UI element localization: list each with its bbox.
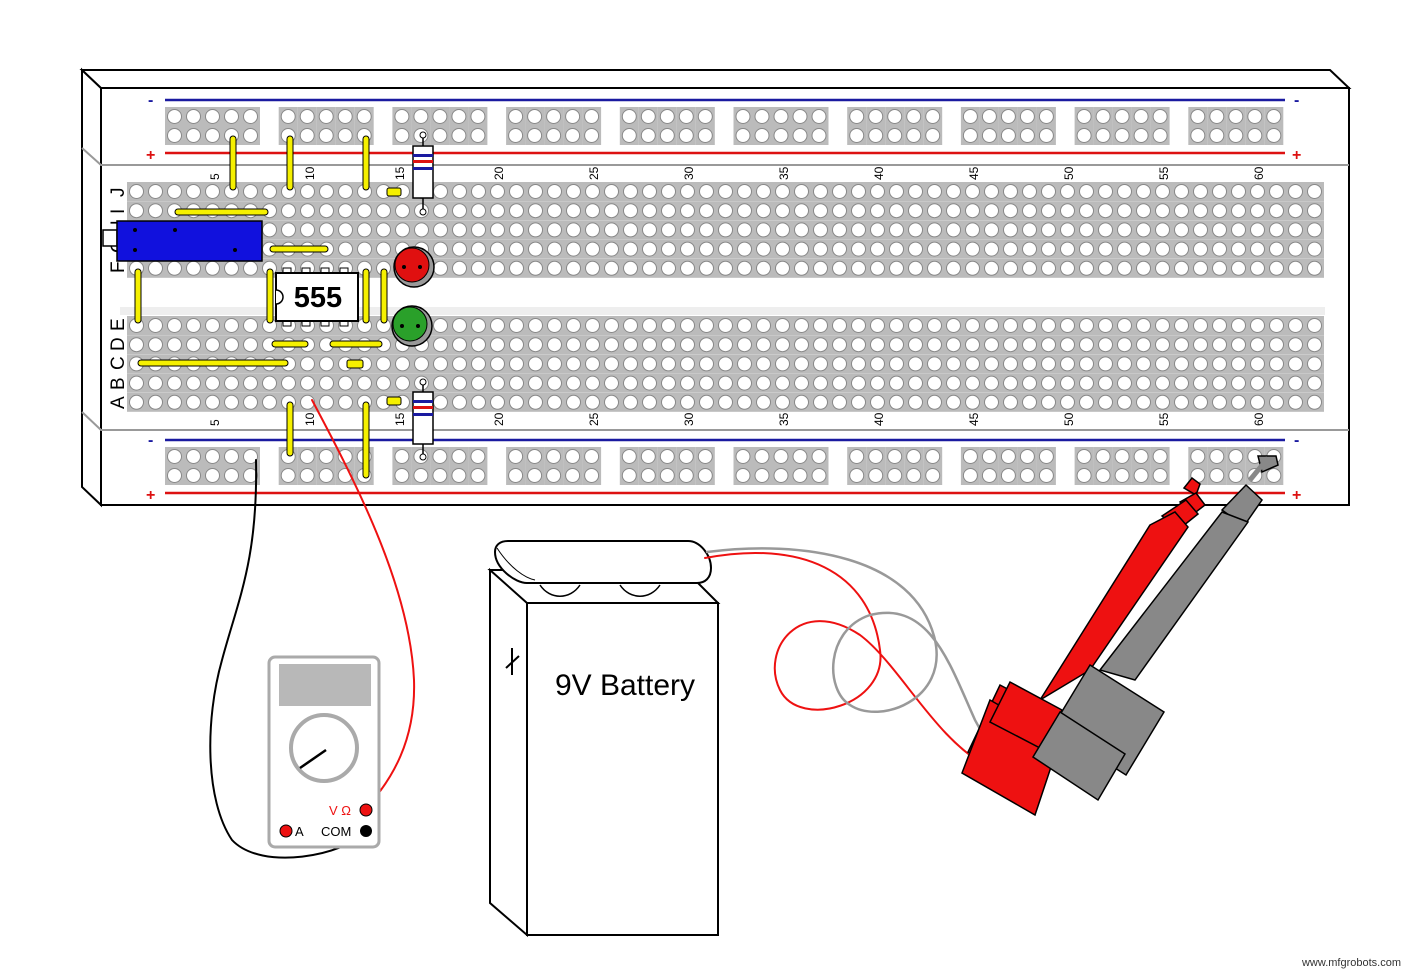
battery: 9V Battery — [487, 540, 721, 938]
meter-display — [279, 664, 371, 706]
row-letter: J — [108, 188, 129, 198]
rail-minus-label: - — [148, 92, 153, 109]
column-number: 20 — [492, 166, 506, 180]
column-number: 55 — [1157, 412, 1171, 426]
column-number: 10 — [303, 166, 317, 180]
column-number: 40 — [872, 166, 886, 180]
jumper-wire — [386, 396, 402, 406]
column-number: 50 — [1062, 412, 1076, 426]
jumper-wire — [286, 135, 294, 191]
column-number: 20 — [492, 412, 506, 426]
jumper-wire — [329, 340, 383, 348]
row-letter: A — [108, 396, 129, 409]
rail-plus-label: + — [1292, 147, 1301, 164]
column-number: 50 — [1062, 166, 1076, 180]
row-letter: C — [108, 356, 129, 370]
rail-plus-label: + — [1292, 487, 1301, 504]
voltage-ohm-port — [359, 803, 373, 817]
rail-minus-label: - — [1294, 432, 1299, 449]
amp-port-label: A — [295, 824, 304, 839]
column-numbers-top: 5 10 15 20 25 30 35 40 45 50 55 60 — [208, 166, 1266, 180]
jumper-wire — [134, 268, 142, 324]
rail-plus-label: + — [146, 487, 155, 504]
watermark-text: www.mfgrobots.com — [1301, 957, 1401, 969]
jumper-wire — [362, 401, 370, 479]
column-number: 35 — [777, 412, 791, 426]
column-number: 5 — [208, 173, 222, 180]
red-test-lead — [311, 399, 416, 809]
column-number: 30 — [682, 412, 696, 426]
green-led — [391, 305, 433, 347]
jumper-wire — [386, 187, 402, 197]
row-letter: D — [108, 337, 129, 351]
voltage-ohm-port-label: V Ω — [329, 803, 351, 818]
breadboard-holes — [127, 107, 1324, 485]
jumper-wire — [174, 208, 269, 216]
column-numbers-bottom: 5 10 15 20 25 30 35 40 45 50 55 60 — [208, 412, 1266, 426]
column-number: 15 — [393, 412, 407, 426]
row-letter: F — [108, 261, 129, 273]
jumper-wire — [380, 268, 388, 324]
rail-plus-label: + — [146, 147, 155, 164]
battery-gray-wire — [705, 547, 1057, 759]
column-number: 5 — [208, 419, 222, 426]
ic-label: 555 — [294, 282, 342, 314]
meter-dial — [289, 713, 359, 783]
column-number: 10 — [303, 412, 317, 426]
column-number: 60 — [1252, 166, 1266, 180]
multimeter: V Ω A COM — [267, 655, 381, 849]
red-led — [393, 246, 435, 288]
column-number: 25 — [587, 412, 601, 426]
gray-clip-probe — [1031, 455, 1279, 802]
battery-label: 9V Battery — [555, 669, 695, 702]
com-port — [360, 825, 372, 837]
column-number: 45 — [967, 412, 981, 426]
amp-port — [279, 824, 293, 838]
row-letter: E — [108, 318, 129, 331]
column-number: 40 — [872, 412, 886, 426]
battery-snap — [493, 540, 713, 584]
jumper-wires — [134, 135, 402, 479]
column-number: 55 — [1157, 166, 1171, 180]
jumper-wire — [271, 340, 309, 348]
jumper-wire — [137, 359, 289, 367]
column-number: 60 — [1252, 412, 1266, 426]
potentiometer — [102, 220, 263, 262]
column-number: 30 — [682, 166, 696, 180]
jumper-wire — [362, 135, 370, 191]
resistor — [412, 378, 434, 461]
row-letter: I — [108, 209, 129, 214]
dial-pointer — [299, 748, 327, 770]
jumper-wire — [286, 401, 294, 457]
battery-red-wire — [704, 551, 991, 769]
com-port-label: COM — [321, 824, 351, 839]
breadboard — [79, 67, 1352, 508]
jumper-wire — [346, 359, 364, 369]
rail-minus-label: - — [1294, 92, 1299, 109]
column-number: 15 — [393, 166, 407, 180]
jumper-wire — [362, 268, 370, 324]
ic-555: 555 — [275, 267, 359, 327]
column-number: 35 — [777, 166, 791, 180]
jumper-wire — [269, 245, 329, 253]
jumper-wire — [266, 268, 274, 324]
black-test-lead — [209, 459, 366, 859]
column-number: 45 — [967, 166, 981, 180]
resistor — [412, 131, 434, 216]
jumper-wire — [229, 135, 237, 191]
row-letter: B — [108, 377, 129, 390]
column-number: 25 — [587, 166, 601, 180]
rail-minus-label: - — [148, 432, 153, 449]
